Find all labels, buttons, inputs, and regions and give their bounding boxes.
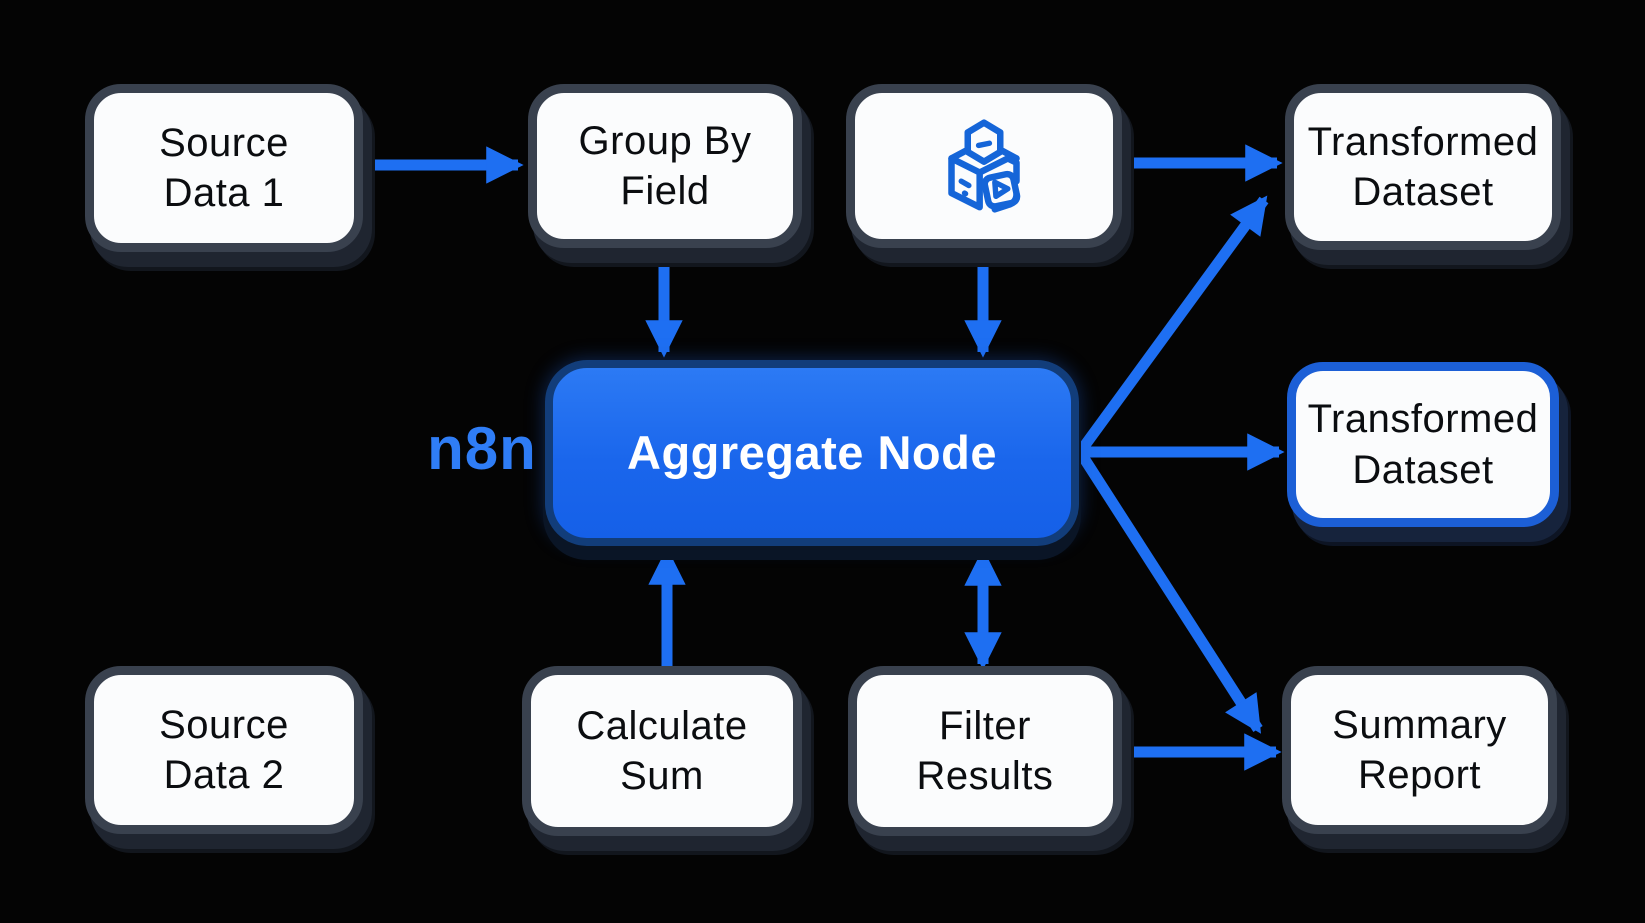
node-label: Source Data 2 (159, 702, 289, 797)
node-label: Group By Field (578, 118, 752, 213)
node-source-data-1: Source Data 1 (85, 84, 363, 252)
node-label: Filter Results (916, 703, 1054, 798)
node-label: Calculate Sum (576, 703, 748, 798)
node-label: Source Data 1 (159, 120, 289, 215)
node-calculate-sum: Calculate Sum (522, 666, 802, 836)
node-label: Transformed Dataset (1307, 397, 1539, 492)
node-label: Summary Report (1332, 702, 1507, 797)
node-source-data-2: Source Data 2 (85, 666, 363, 834)
node-transformed-dataset-1: Transformed Dataset (1285, 84, 1561, 250)
node-group-by-field: Group By Field (528, 84, 802, 248)
node-aggregate: Aggregate Node (545, 360, 1079, 546)
n8n-logo-text: n8n (427, 415, 537, 482)
node-summary-report: Summary Report (1282, 666, 1557, 834)
node-transformed-dataset-2: Transformed Dataset (1287, 362, 1559, 527)
node-filter-results: Filter Results (848, 666, 1122, 836)
cube-items-icon (948, 119, 1021, 213)
node-label: Transformed Dataset (1307, 119, 1539, 214)
node-aggregate-icon (846, 84, 1122, 248)
node-label: Aggregate Node (627, 426, 997, 480)
